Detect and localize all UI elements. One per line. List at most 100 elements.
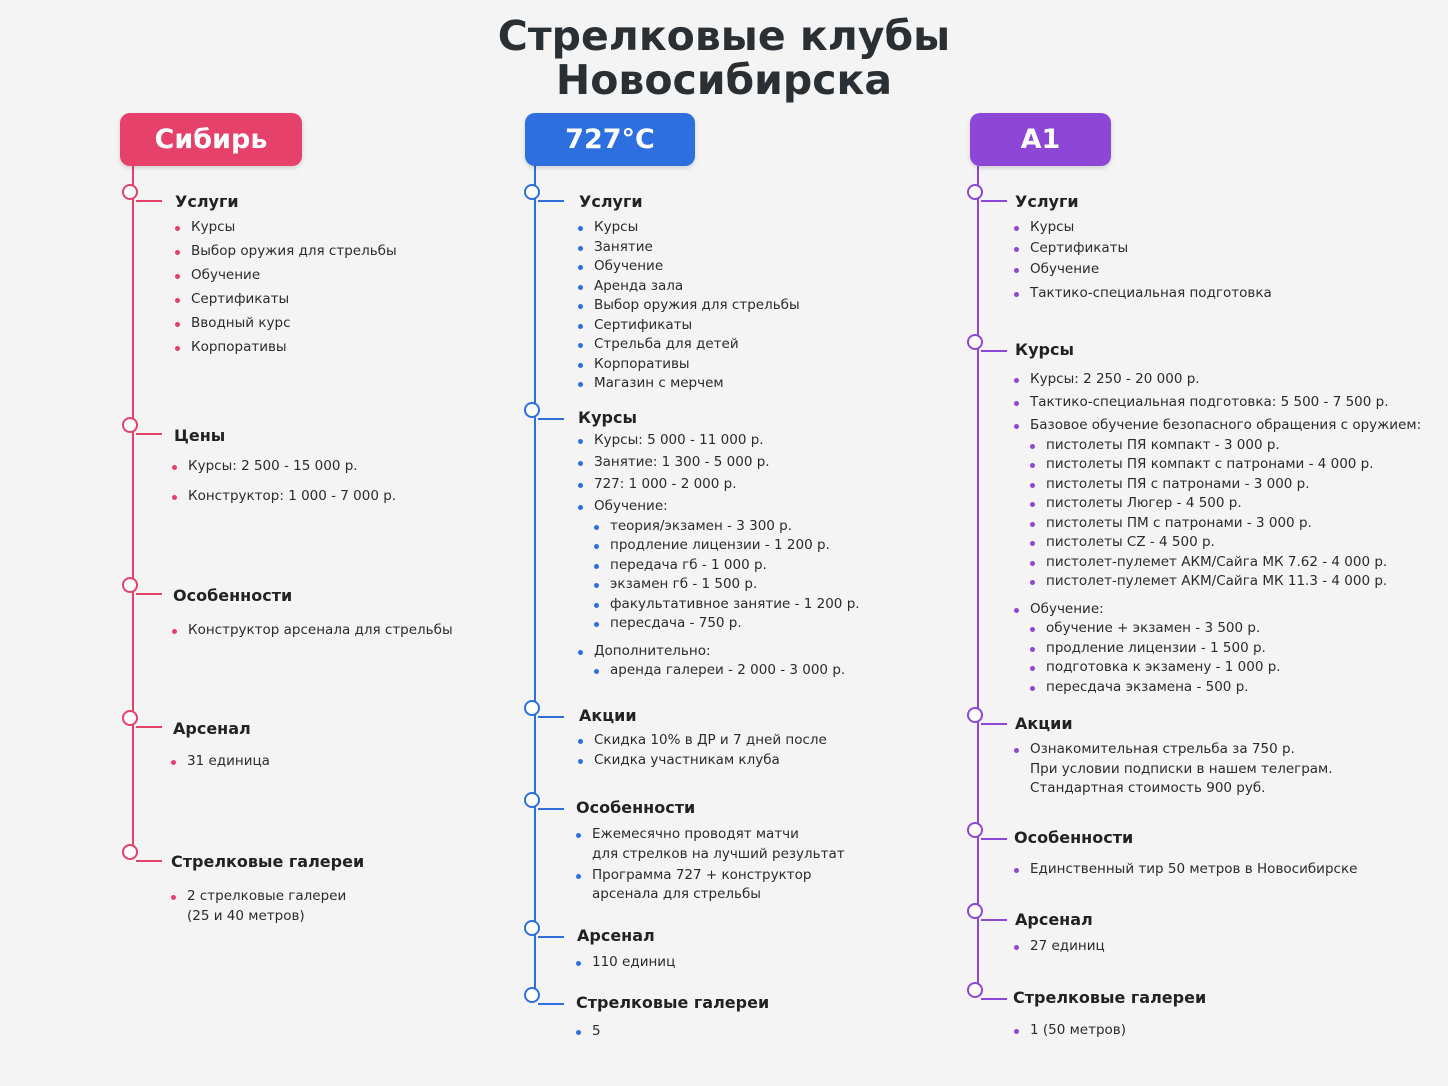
galleries-list: 1 (50 метров)	[1012, 1021, 1126, 1041]
sub-list-item: подготовка к экзамену - 1 000 р.	[1012, 658, 1421, 678]
sub-list-item: обучение + экзамен - 3 500 р.	[1012, 619, 1421, 639]
section-title: Услуги	[1015, 192, 1079, 211]
list-item: Вводный курс	[173, 314, 397, 334]
list-item: Сертификаты	[1012, 239, 1272, 259]
timeline-branch	[538, 200, 564, 202]
services-list: Курсы Сертификаты Обучение Тактико-специ…	[1012, 218, 1272, 303]
timeline-branch	[538, 418, 564, 420]
section-title: Акции	[579, 706, 637, 725]
list-item: Программа 727 + конструктор	[574, 866, 845, 886]
list-item: Занятие: 1 300 - 5 000 р.	[576, 453, 860, 473]
timeline-branch	[981, 919, 1007, 921]
sub-list-item: продление лицензии - 1 200 р.	[576, 536, 860, 556]
sub-list-item: факультативное занятие - 1 200 р.	[576, 595, 860, 615]
list-item: Ежемесячно проводят матчи	[574, 825, 845, 845]
club-header-sibir: Сибирь	[120, 113, 302, 166]
timeline-node	[967, 903, 983, 919]
list-item-continuation: При условии подписки в нашем телеграм.	[1030, 760, 1333, 777]
timeline-branch	[981, 723, 1007, 725]
list-item-continuation: Стандартная стоимость 900 руб.	[1030, 780, 1266, 796]
sub-list-item: передача гб - 1 000 р.	[576, 556, 860, 576]
sub-list-item: пистолеты ПЯ компакт - 3 000 р.	[1012, 436, 1421, 456]
list-item: Конструктор арсенала для стрельбы	[170, 621, 453, 641]
features-list: Конструктор арсенала для стрельбы	[170, 621, 453, 641]
timeline-node	[524, 920, 540, 936]
section-title: Стрелковые галереи	[171, 852, 365, 871]
timeline-node	[524, 987, 540, 1003]
timeline-line	[132, 166, 134, 856]
sub-list-item: продление лицензии - 1 500 р.	[1012, 639, 1421, 659]
section-title: Курсы	[578, 408, 637, 427]
timeline-line	[977, 166, 979, 992]
timeline-branch	[136, 200, 162, 202]
list-item: Обучение	[173, 266, 397, 286]
list-item: Курсы	[1012, 218, 1272, 238]
timeline-branch	[136, 860, 162, 862]
sub-list-item: пистолеты CZ - 4 500 р.	[1012, 533, 1421, 553]
section-title: Услуги	[579, 192, 643, 211]
section-title: Арсенал	[173, 719, 251, 738]
courses-list: Курсы: 2 250 - 20 000 р. Тактико-специал…	[1012, 370, 1421, 697]
list-item: Тактико-специальная подготовка: 5 500 - …	[1012, 393, 1421, 413]
timeline-line	[534, 166, 536, 996]
section-title: Цены	[174, 426, 226, 445]
list-item: Сертификаты	[576, 316, 800, 336]
list-item: Курсы: 2 500 - 15 000 р.	[170, 457, 396, 477]
section-title: Стрелковые галереи	[576, 993, 770, 1012]
list-item: Сертификаты	[173, 290, 397, 310]
timeline-node	[122, 844, 138, 860]
sub-list-item: пересдача - 750 р.	[576, 614, 860, 634]
list-item: Курсы	[576, 218, 800, 238]
sub-list-item: экзамен гб - 1 500 р.	[576, 575, 860, 595]
sub-list-item: пистолеты ПЯ компакт с патронами - 4 000…	[1012, 455, 1421, 475]
list-item: Обучение	[576, 257, 800, 277]
services-list: Курсы Занятие Обучение Аренда зала Выбор…	[576, 218, 800, 394]
arsenal-list: 27 единиц	[1012, 937, 1105, 957]
promos-list: Скидка 10% в ДР и 7 дней после Скидка уч…	[576, 731, 827, 771]
galleries-list: 2 стрелковые галереи (25 и 40 метров)	[169, 887, 346, 926]
list-item: Дополнительно:	[576, 642, 860, 662]
services-list: Курсы Выбор оружия для стрельбы Обучение…	[173, 218, 397, 362]
list-item: Курсы: 5 000 - 11 000 р.	[576, 431, 860, 451]
timeline-node	[122, 417, 138, 433]
features-list: Ежемесячно проводят матчи для стрелков н…	[574, 825, 845, 905]
arsenal-list: 31 единица	[169, 752, 270, 772]
list-item: Обучение:	[576, 497, 860, 517]
list-item: Базовое обучение безопасного обращения с…	[1012, 416, 1421, 436]
arsenal-list: 110 единиц	[574, 953, 675, 973]
list-item: Выбор оружия для стрельбы	[173, 242, 397, 262]
list-item: Корпоративы	[173, 338, 397, 358]
list-item-continuation: для стрелков на лучший результат	[592, 845, 845, 862]
list-item-continuation: (25 и 40 метров)	[187, 907, 305, 924]
timeline-node	[967, 707, 983, 723]
list-item: Скидка 10% в ДР и 7 дней после	[576, 731, 827, 751]
sub-list-item: теория/экзамен - 3 300 р.	[576, 517, 860, 537]
timeline-node	[524, 700, 540, 716]
section-title: Особенности	[173, 586, 293, 605]
list-item: 31 единица	[169, 752, 270, 772]
sub-list-item: пересдача экзамена - 500 р.	[1012, 678, 1421, 698]
sub-list-item: пистолет-пулемет АКМ/Сайга МК 7.62 - 4 0…	[1012, 553, 1421, 573]
list-item: 2 стрелковые галереи	[169, 887, 346, 907]
list-item: 1 (50 метров)	[1012, 1021, 1126, 1041]
timeline-branch	[981, 838, 1007, 840]
section-title: Курсы	[1015, 340, 1074, 359]
timeline-node	[967, 822, 983, 838]
timeline-node	[524, 402, 540, 418]
list-item: Конструктор: 1 000 - 7 000 р.	[170, 487, 396, 507]
list-item: 5	[574, 1022, 601, 1042]
club-header-a1: А1	[970, 113, 1111, 166]
courses-list: Курсы: 5 000 - 11 000 р. Занятие: 1 300 …	[576, 431, 860, 681]
list-item: 727: 1 000 - 2 000 р.	[576, 475, 860, 495]
club-header-727c: 727°C	[525, 113, 695, 166]
sub-list-item: пистолеты ПЯ с патронами - 3 000 р.	[1012, 475, 1421, 495]
sub-list-item: пистолет-пулемет АКМ/Сайга МК 11.3 - 4 0…	[1012, 572, 1421, 592]
list-item: Выбор оружия для стрельбы	[576, 296, 800, 316]
section-title: Услуги	[175, 192, 239, 211]
timeline-branch	[538, 1003, 564, 1005]
list-item: 110 единиц	[574, 953, 675, 973]
timeline-branch	[981, 200, 1007, 202]
page-title-line2: Новосибирска	[555, 56, 893, 104]
timeline-node	[524, 792, 540, 808]
sub-list-item: аренда галереи - 2 000 - 3 000 р.	[576, 661, 860, 681]
